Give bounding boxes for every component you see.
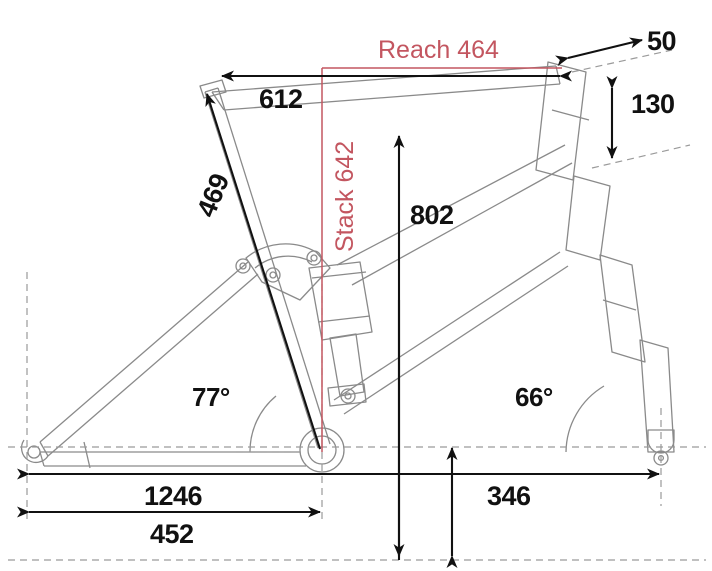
seat-tube-angle-label: 77° [192, 382, 230, 412]
frame-outline [20, 61, 675, 473]
construction-lines [8, 49, 706, 561]
head-tube-label: 130 [631, 89, 675, 119]
wheelbase-label: 1246 [144, 481, 203, 511]
reach-label: Reach 464 [378, 36, 499, 64]
standover-label: 802 [410, 200, 454, 230]
chainstay-label: 452 [150, 519, 194, 549]
fork-offset-dim [555, 37, 643, 67]
front-center-label: 346 [487, 481, 531, 511]
top-tube-label: 612 [259, 84, 303, 114]
stack-label: Stack 642 [331, 140, 359, 252]
seat-tube-dim [205, 93, 322, 450]
reach-stack-guides [321, 67, 562, 452]
dimension-arrows [17, 37, 660, 568]
head-tube-angle-label: 66° [515, 382, 553, 412]
fork-offset-label: 50 [647, 26, 677, 56]
